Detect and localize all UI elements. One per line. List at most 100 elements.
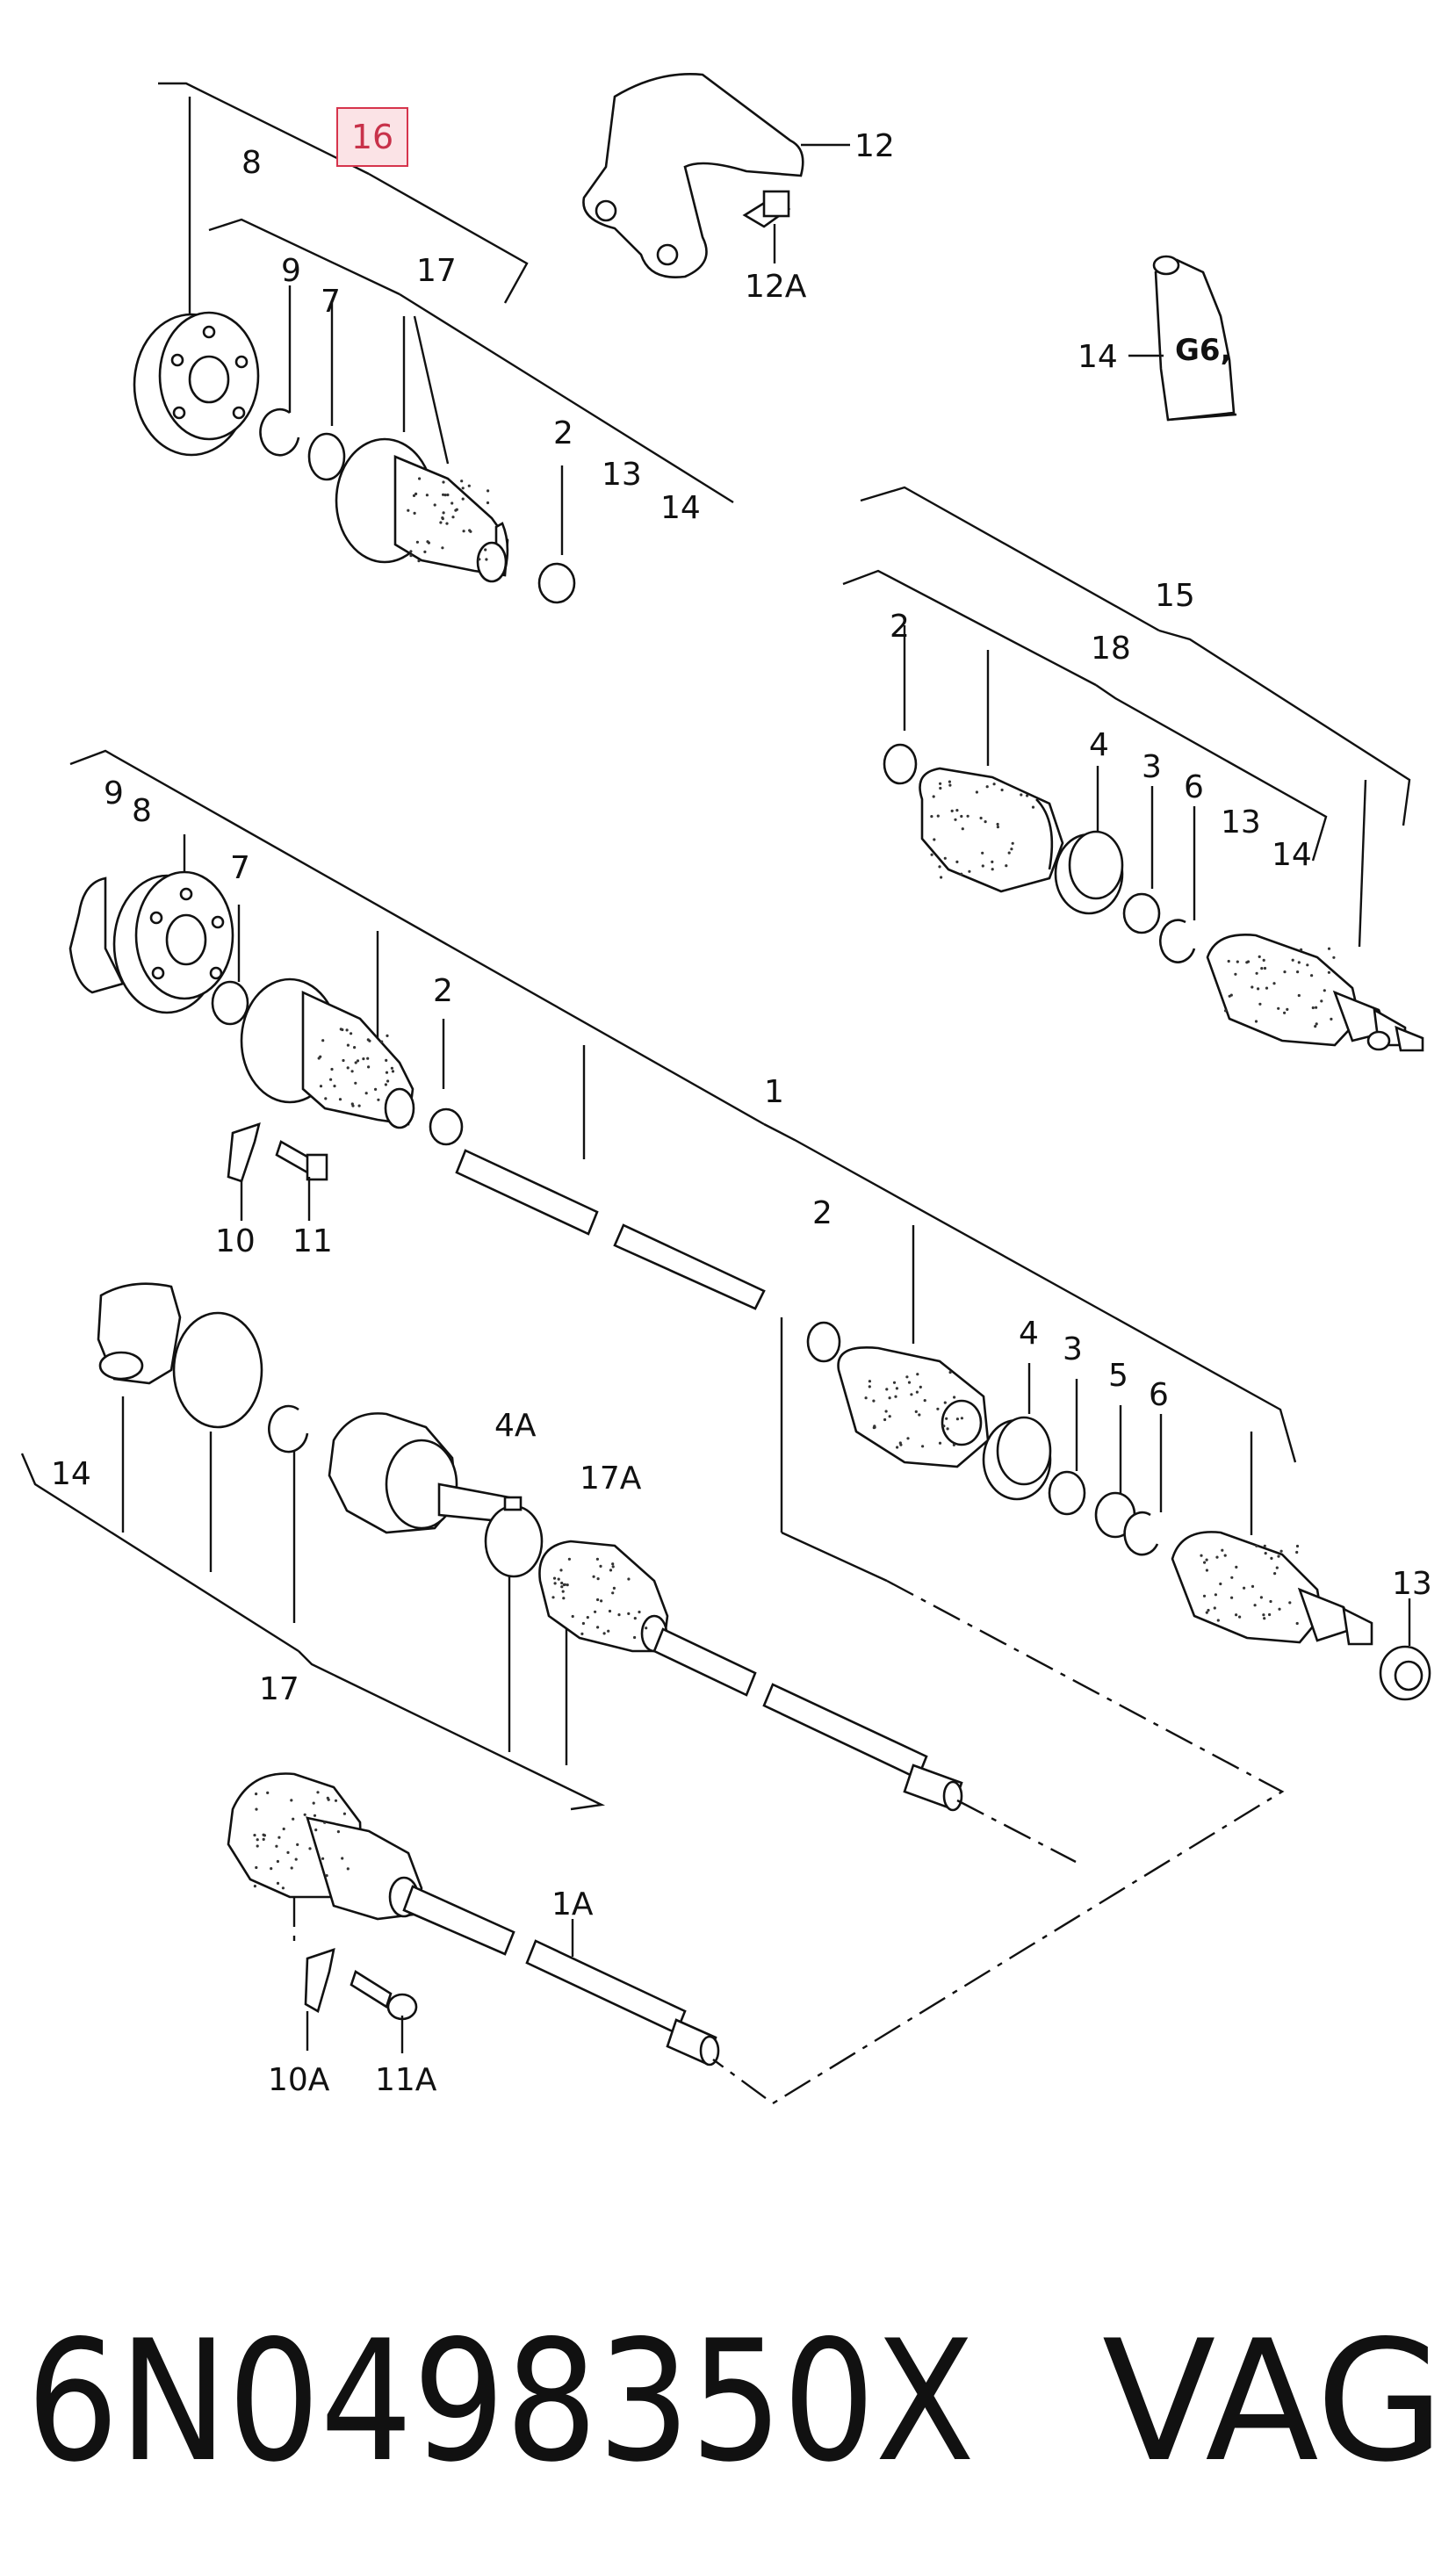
stipple-dot (324, 1097, 328, 1100)
stipple-dot (461, 487, 465, 490)
stipple-dot (385, 1058, 388, 1062)
stipple-dot (1330, 1017, 1333, 1021)
stipple-dot (1254, 1020, 1258, 1023)
stipple-dot (1214, 1593, 1217, 1597)
stipple-dot (262, 1837, 265, 1841)
callout-4-low: 4 (1019, 1316, 1039, 1352)
stipple-dot (255, 1792, 258, 1796)
stipple-dot (943, 1401, 947, 1404)
stipple-dot (1230, 1596, 1234, 1599)
stipple-dot (581, 1621, 586, 1626)
stipple-dot (317, 1057, 321, 1060)
stipple-dot (1320, 999, 1323, 1003)
stipple-dot (1264, 1552, 1267, 1555)
callout-2-low: 2 (812, 1195, 833, 1231)
stipple-dot (446, 493, 450, 497)
stipple-dot (551, 1596, 555, 1599)
stipple-dot (1207, 1608, 1210, 1612)
outer-joint-part (1171, 1531, 1373, 1646)
stipple-dot (294, 1857, 298, 1861)
lower-left-assembly (20, 1282, 963, 1812)
stipple-dot (592, 1575, 595, 1578)
stipple-dot (892, 1381, 897, 1384)
stipple-dot (932, 795, 935, 798)
stipple-dot (334, 1799, 338, 1802)
callout-14-top: 14 (660, 490, 701, 526)
callout-13-low: 13 (1392, 1566, 1432, 1602)
stipple-dot (936, 814, 940, 818)
stipple-dot (374, 1087, 378, 1091)
stipple-dot (276, 1881, 280, 1885)
stipple-dot (1270, 1556, 1273, 1560)
stipple-dot (255, 1807, 258, 1811)
stipple-dot (377, 1098, 380, 1101)
callout-6-right: 6 (1184, 769, 1204, 805)
stipple-dot (1315, 1006, 1318, 1009)
stipple-dot (256, 1838, 259, 1842)
stipple-dot (1260, 967, 1264, 970)
stipple-dot (898, 1441, 902, 1445)
stipple-dot (1311, 1006, 1315, 1010)
stipple-dot (608, 1609, 612, 1613)
link-plate-part (304, 1948, 335, 2013)
stipple-dot (933, 838, 936, 841)
stipple-dot (559, 1569, 563, 1572)
callout-7-top: 7 (321, 284, 341, 320)
stipple-dot (356, 1059, 360, 1063)
callout-4A: 4A (494, 1408, 537, 1444)
stipple-dot (1251, 1584, 1255, 1588)
stipple-dot (1216, 1619, 1220, 1622)
stipple-dot (451, 516, 455, 519)
stipple-dot (1283, 1011, 1287, 1014)
callout-12A: 12A (745, 269, 807, 305)
stipple-dot (991, 860, 994, 864)
stipple-dot (256, 1844, 259, 1848)
stipple-dot (638, 1610, 641, 1614)
link-plate-part (227, 1122, 261, 1183)
stipple-dot (270, 1867, 273, 1871)
highlighted-callout[interactable]: 16 (336, 107, 408, 167)
stipple-dot (960, 814, 963, 819)
stipple-dot (938, 865, 941, 869)
callout-14-tube: 14 (1078, 339, 1118, 375)
stipple-dot (323, 1821, 327, 1824)
stipple-dot (1257, 987, 1260, 991)
stipple-dot (368, 1039, 371, 1042)
stipple-dot (386, 1079, 390, 1083)
bolt-part (275, 1140, 328, 1181)
stipple-dot (342, 1058, 345, 1063)
stipple-dot (894, 1395, 897, 1398)
stipple-dot (617, 1613, 621, 1617)
stipple-dot (442, 480, 445, 484)
stipple-dot (942, 1425, 946, 1428)
stipple-dot (341, 1857, 344, 1860)
callout-13-right: 13 (1221, 804, 1261, 840)
stipple-dot (1221, 1548, 1224, 1552)
stipple-dot (1288, 1601, 1292, 1605)
stipple-dot (596, 1598, 600, 1602)
callout-1: 1 (764, 1074, 784, 1110)
circlip-part (268, 1404, 309, 1453)
stipple-dot (1283, 970, 1287, 974)
stipple-dot (276, 1859, 279, 1864)
stipple-dot (455, 508, 458, 511)
stipple-dot (873, 1425, 876, 1428)
stipple-dot (952, 1443, 955, 1446)
stipple-dot (445, 522, 449, 525)
stipple-dot (1213, 1606, 1216, 1610)
stipple-dot (385, 1071, 389, 1074)
stipple-dot (950, 809, 954, 813)
stipple-dot (1272, 982, 1276, 985)
stipple-dot (1297, 993, 1301, 998)
stipple-dot (1215, 1555, 1219, 1559)
stipple-dot (885, 1388, 889, 1391)
stipple-dot (566, 1583, 569, 1587)
stipple-dot (1223, 1554, 1227, 1557)
stipple-dot (255, 1865, 258, 1870)
stipple-dot (1010, 848, 1013, 851)
stipple-dot (1323, 989, 1326, 992)
stipple-dot (1243, 1586, 1246, 1590)
stipple-dot (560, 1585, 564, 1589)
bolt-part (742, 190, 791, 228)
